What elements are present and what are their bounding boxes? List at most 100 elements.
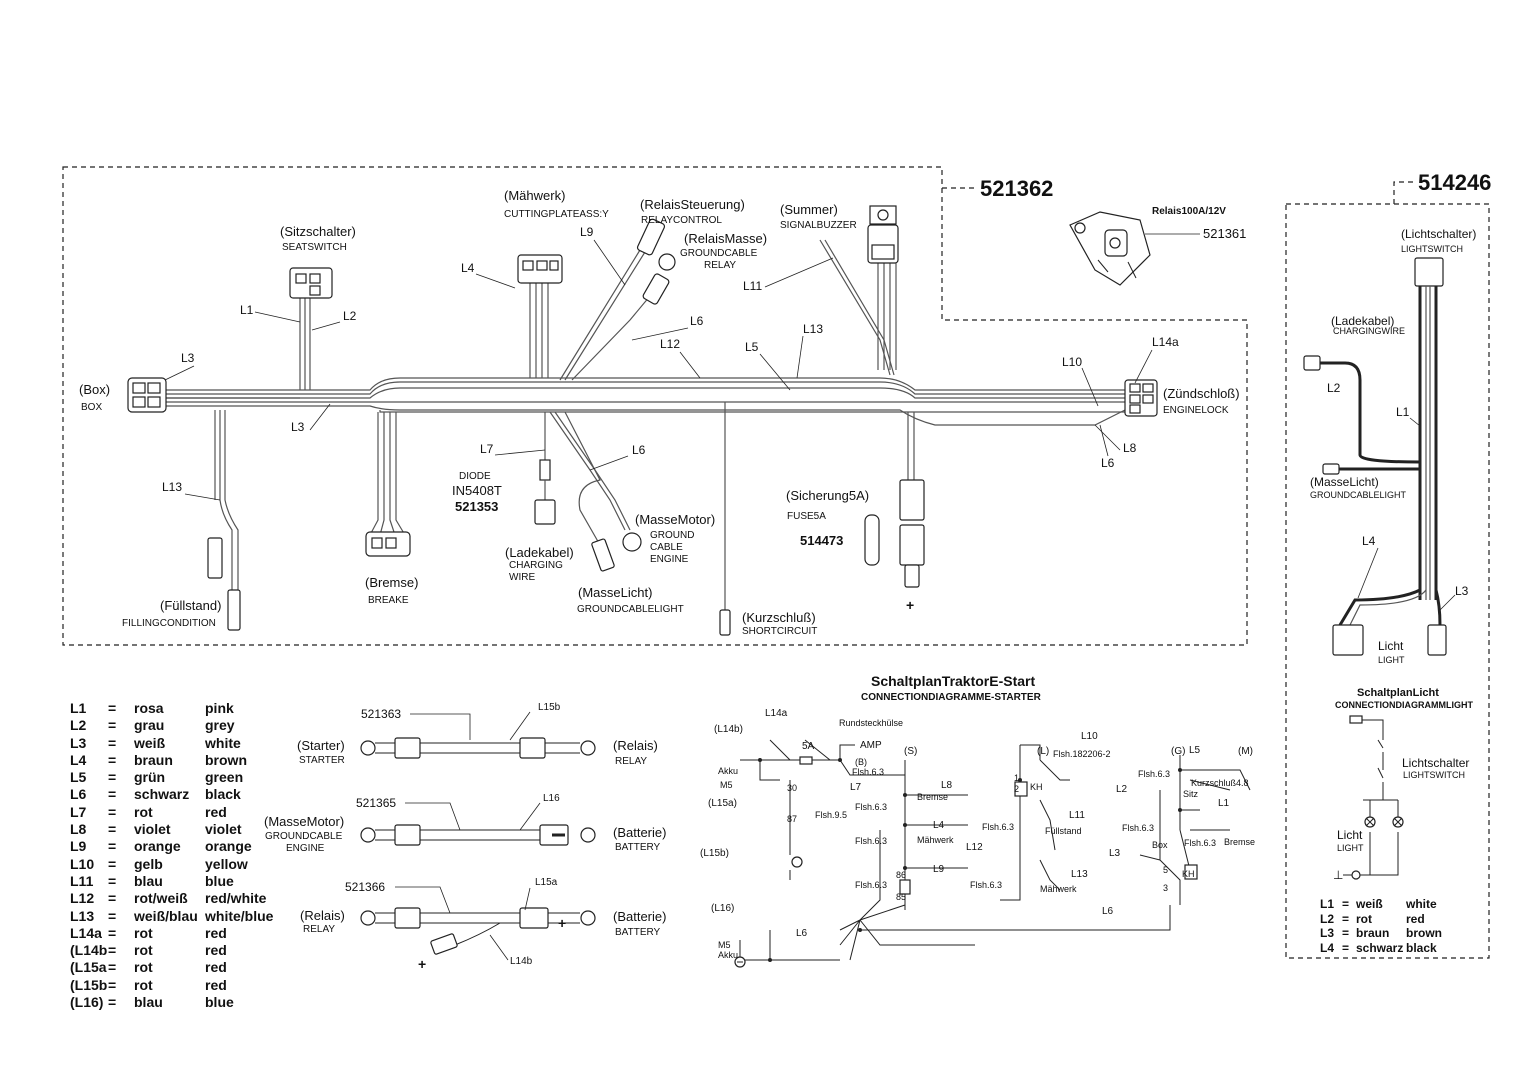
legend-english: red	[205, 942, 227, 959]
light-harness	[1303, 257, 1447, 656]
relaymass-label-en2: RELAY	[704, 260, 736, 271]
legend-german: schwarz	[134, 786, 190, 803]
light-harness-boundary	[1285, 203, 1490, 959]
groundcable-label-de: (MasseMotor)	[264, 814, 344, 829]
legend-equals: =	[108, 821, 117, 838]
tag-l10: L10	[1062, 355, 1082, 369]
sch-sitz: Sitz	[1183, 789, 1199, 799]
sch-fl63-a: Flsh.6.3	[852, 767, 884, 777]
brake-branch	[365, 412, 411, 557]
sch-85: 85	[896, 892, 906, 902]
sch-maehwerk-2: Mähwerk	[1040, 884, 1077, 894]
legend-english: orange	[205, 838, 252, 855]
legend-code: L6	[70, 786, 87, 803]
legend-german: grün	[134, 769, 166, 786]
light-legend-equals: =	[1342, 897, 1350, 911]
diode-label: DIODE	[459, 471, 491, 482]
battery-cable-plus-2: +	[558, 915, 566, 931]
light-schematic-light-de: Licht	[1337, 828, 1363, 842]
battery-label-de-1: (Batterie)	[613, 825, 666, 840]
tag-l4: L4	[461, 261, 475, 275]
tag-l9: L9	[580, 225, 594, 239]
legend-code: L10	[70, 855, 95, 872]
sch-fl95: Flsh.9.5	[815, 810, 847, 820]
light-legend-code: L1	[1320, 897, 1335, 911]
ground-cable	[360, 824, 596, 846]
sch-box: Box	[1152, 840, 1168, 850]
groundlight-label-en: GROUNDCABLELIGHT	[577, 604, 684, 615]
groundengine-label-de: (MasseMotor)	[635, 512, 715, 527]
legend-code: (L15b	[70, 976, 108, 993]
starter-cable-number: 521363	[361, 707, 401, 721]
legend-equals: =	[108, 769, 117, 786]
chargingwire-label-de: (Ladekabel)	[505, 545, 574, 560]
legend-code: L13	[70, 907, 95, 924]
groundcable-label-en: GROUNDCABLE	[265, 831, 343, 842]
battery-label-de-2: (Batterie)	[613, 909, 666, 924]
seatswitch-label-de: (Sitzschalter)	[280, 224, 356, 239]
relay-rating: Relais100A/12V	[1152, 206, 1226, 217]
legend-code: L7	[70, 803, 87, 820]
light-legend-code: L2	[1320, 911, 1335, 926]
legend-english: red	[205, 959, 227, 976]
legend-german: blau	[134, 994, 163, 1011]
legend-equals: =	[108, 717, 117, 734]
relay2-label-en: RELAY	[303, 924, 335, 935]
sch-l14b: (L14b)	[714, 724, 743, 735]
sch-l15b: (L15b)	[700, 848, 729, 859]
sch-5a: 5A	[802, 741, 815, 752]
shortcircuit-label-de: (Kurzschluß)	[742, 610, 816, 625]
legend-german: weiß	[134, 734, 166, 751]
sch-l6-2: L6	[1102, 906, 1114, 917]
sch-l15a: (L15a)	[708, 798, 737, 809]
schematic-title: SchaltplanTraktorE-Start	[871, 673, 1035, 689]
battery-cable-plus: +	[418, 956, 426, 972]
sch-b: (B)	[855, 757, 867, 767]
lightswitch-label-de: (Lichtschalter)	[1401, 227, 1476, 241]
sch-l8: L8	[941, 780, 953, 791]
relay-cable-label-de: (Relais)	[613, 738, 658, 753]
tag-r-l1: L1	[1396, 405, 1410, 419]
relaymass-label-en: GROUNDCABLE	[680, 248, 758, 259]
legend-equals: =	[108, 942, 117, 959]
box-label-de: (Box)	[79, 382, 110, 397]
groundengine-label-en2: CABLE	[650, 542, 683, 553]
light-schematic-title: SchaltplanLicht	[1357, 687, 1439, 699]
tag-l14b: L14b	[510, 956, 533, 967]
legend-german: rosa	[134, 700, 164, 716]
tag-l6-top: L6	[690, 314, 704, 328]
relaycontrol-label-en: RELAYCONTROL	[641, 215, 722, 226]
sch-fl63-d: Flsh.6.3	[855, 880, 887, 890]
legend-code: L5	[70, 769, 87, 786]
sch-l13: L13	[1071, 869, 1088, 880]
tag-l6-mid: L6	[632, 443, 646, 457]
legend-code: (L14b	[70, 942, 108, 959]
chargingwire-r-label-en: CHARGINGWIRE	[1333, 326, 1405, 336]
enginelock-label-en: ENGINELOCK	[1163, 405, 1229, 416]
sch-86: 86	[896, 870, 906, 880]
light-label-en: LIGHT	[1378, 655, 1405, 665]
legend-english: blue	[205, 994, 234, 1011]
chargingwire-label-en2: WIRE	[509, 572, 535, 583]
tag-l12: L12	[660, 337, 680, 351]
legend-equals: =	[108, 786, 117, 803]
sch-fl182: Flsh.182206-2	[1053, 749, 1111, 759]
sch-3: 3	[1163, 883, 1168, 893]
light-legend-english: brown	[1406, 926, 1442, 940]
tag-l11: L11	[743, 279, 762, 293]
light-legend-german: weiß	[1356, 897, 1383, 911]
legend-german: rot/weiß	[134, 890, 188, 907]
relaycontrol-branch	[559, 218, 676, 381]
starter-schematic	[734, 739, 1251, 968]
legend-english: blue	[205, 872, 234, 889]
light-schematic-subtitle: CONNECTIONDIAGRAMMLIGHT	[1335, 700, 1473, 710]
tag-l6: L6	[1101, 456, 1115, 470]
